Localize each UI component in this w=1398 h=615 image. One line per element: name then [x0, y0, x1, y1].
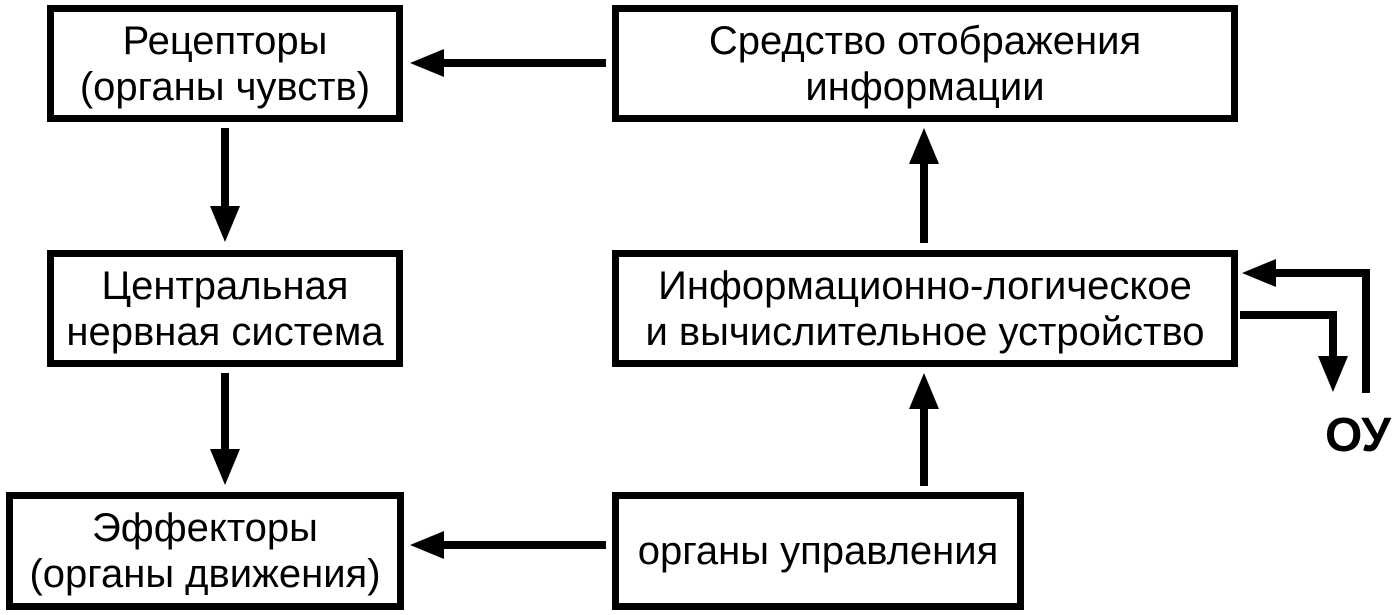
node-cns-line-2: нервная система	[66, 309, 384, 354]
node-receptors-line-1: Рецепторы	[122, 18, 328, 63]
node-logic-line-2: и вычислительное устройство	[645, 309, 1205, 354]
node-logic-line-1: Информационно-логическое	[658, 263, 1192, 308]
edge-receptors-to-cns	[210, 128, 240, 242]
edge-ou-to-logic	[1242, 259, 1370, 393]
node-logic: Информационно-логическое и вычислительно…	[612, 250, 1238, 367]
arrowhead-up	[909, 128, 939, 164]
edge-line	[1272, 269, 1370, 393]
arrowhead-left	[410, 49, 444, 77]
node-display-line-1: Средство отображения	[708, 18, 1142, 63]
node-effectors: Эффекторы (органы движения)	[6, 492, 404, 610]
node-receptors: Рецепторы (органы чувств)	[47, 5, 403, 122]
arrowhead-left	[410, 531, 444, 559]
edge-logic-to-ou	[1240, 311, 1348, 392]
edge-logic-to-display	[909, 128, 939, 243]
edge-line	[1240, 311, 1337, 360]
node-display: Средство отображения информации	[612, 5, 1238, 122]
arrowhead-left	[1242, 259, 1276, 287]
node-controls-line-1: органы управления	[637, 529, 999, 573]
arrowhead-down	[210, 206, 240, 242]
node-effectors-line-2: (органы движения)	[29, 552, 381, 596]
edge-controls-to-effectors	[410, 531, 606, 559]
node-receptors-line-2: (органы чувств)	[79, 64, 371, 109]
node-ou-label: ОУ	[1325, 409, 1391, 462]
node-cns: Центральная нервная система	[47, 250, 403, 367]
edge-controls-to-logic	[909, 373, 939, 486]
edge-display-to-receptors	[410, 49, 606, 77]
arrowhead-down	[1318, 356, 1348, 392]
arrowhead-up	[909, 373, 939, 409]
node-controls: органы управления	[612, 492, 1024, 610]
node-display-line-2: информации	[805, 64, 1045, 109]
node-cns-line-1: Центральная	[101, 263, 349, 308]
edge-cns-to-effectors	[210, 373, 240, 485]
node-effectors-line-1: Эффекторы	[92, 506, 318, 550]
arrowhead-down	[210, 449, 240, 485]
